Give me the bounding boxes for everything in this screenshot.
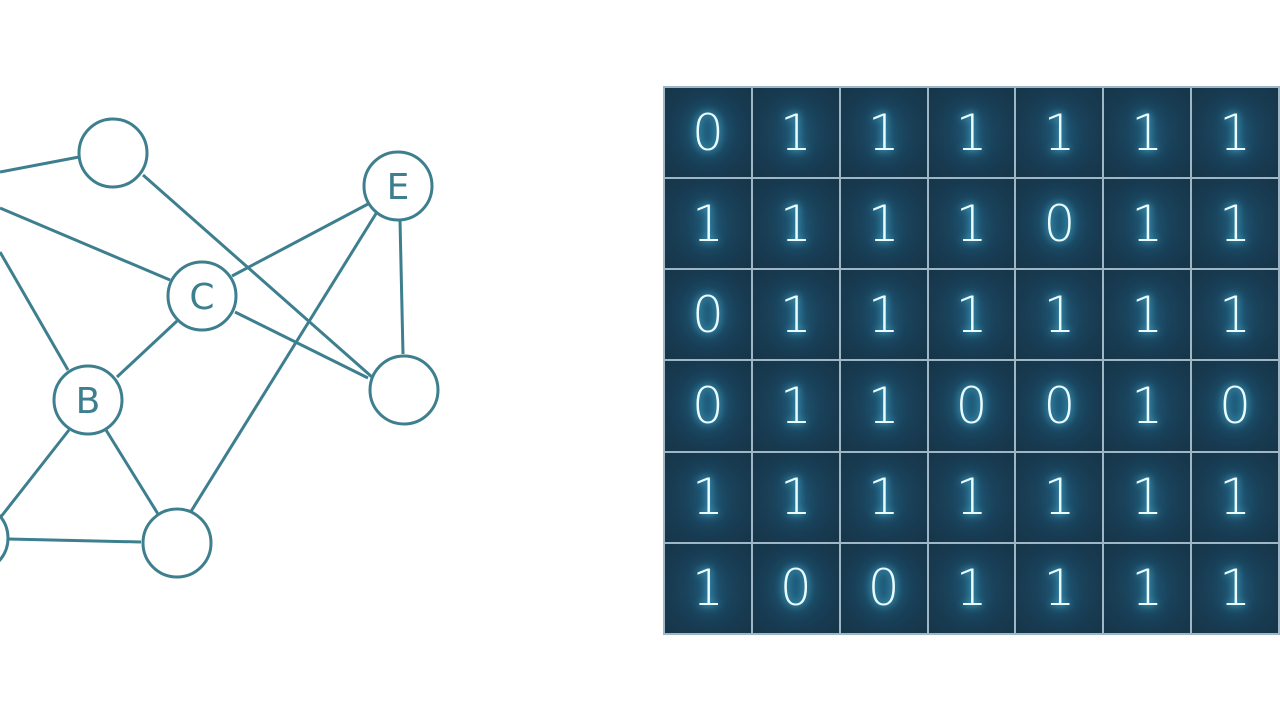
edge-left-b — [0, 251, 70, 371]
matrix-cell: 1 — [752, 452, 841, 544]
matrix-cell: 1 — [752, 361, 841, 453]
edge-b-left — [0, 429, 71, 519]
matrix-cell: 1 — [1192, 270, 1280, 362]
graph-node-right — [368, 354, 440, 426]
graph-node-e — [362, 150, 434, 222]
matrix-cell: 0 — [928, 361, 1017, 453]
matrix-cell: 1 — [1104, 270, 1193, 362]
matrix-cell: 0 — [665, 270, 753, 362]
matrix-cell: 1 — [840, 179, 929, 271]
graph-node-c-label: C — [189, 277, 214, 318]
matrix-cell: 1 — [1016, 452, 1105, 544]
matrix-cell: 0 — [1016, 179, 1105, 271]
matrix-cell: 1 — [1104, 179, 1193, 271]
edge-left-bottom — [7, 537, 142, 544]
edge-top-right — [142, 173, 373, 379]
graph-node-b — [52, 364, 124, 436]
matrix-cell: 1 — [840, 361, 929, 453]
graph-node-e-label: E — [387, 167, 410, 208]
matrix-cell: 0 — [752, 543, 841, 635]
graph-node-c — [166, 260, 238, 332]
matrix-cell: 1 — [1104, 361, 1193, 453]
edge-e-right — [398, 219, 405, 355]
matrix-cell: 1 — [1016, 88, 1105, 180]
edge-c-b — [115, 319, 179, 379]
edge-e-bottom — [188, 211, 379, 514]
matrix-cell: 1 — [928, 270, 1017, 362]
matrix-cell: 1 — [928, 88, 1017, 180]
graph-node-bottom — [141, 507, 213, 579]
matrix-cell: 0 — [840, 543, 929, 635]
matrix-cell: 1 — [752, 270, 841, 362]
edge-c-e — [231, 202, 369, 278]
matrix-cell: 1 — [840, 452, 929, 544]
matrix-cell: 1 — [1104, 452, 1193, 544]
matrix-cell: 1 — [928, 179, 1017, 271]
matrix-cell: 1 — [1192, 452, 1280, 544]
matrix-cell: 1 — [752, 179, 841, 271]
matrix-cell: 1 — [1192, 179, 1280, 271]
matrix-cell: 1 — [928, 452, 1017, 544]
graph-node-offscreen-left — [0, 513, 10, 563]
matrix-cell: 1 — [840, 270, 929, 362]
matrix-cell: 1 — [1104, 543, 1193, 635]
graph-node-b-label: B — [76, 381, 101, 422]
matrix-cell: 1 — [1016, 270, 1105, 362]
matrix-cell: 1 — [1104, 88, 1193, 180]
matrix-cell: 1 — [665, 543, 753, 635]
matrix-cell: 0 — [1192, 361, 1280, 453]
graph-node-top — [77, 117, 149, 189]
matrix-cell: 0 — [665, 361, 753, 453]
matrix-cell: 1 — [752, 88, 841, 180]
edge-left-c — [0, 206, 171, 282]
matrix-cell: 1 — [1192, 543, 1280, 635]
matrix-cell: 0 — [665, 88, 753, 180]
matrix-cell: 1 — [665, 179, 753, 271]
edge-left-top — [0, 155, 80, 174]
matrix-cell: 1 — [928, 543, 1017, 635]
edge-c-right — [234, 310, 369, 380]
matrix-cell: 0 — [1016, 361, 1105, 453]
matrix-cell: 1 — [665, 452, 753, 544]
edge-b-bottom — [104, 429, 160, 515]
matrix-cell: 1 — [1192, 88, 1280, 180]
matrix-cell: 1 — [1016, 543, 1105, 635]
matrix-cell: 1 — [840, 88, 929, 180]
